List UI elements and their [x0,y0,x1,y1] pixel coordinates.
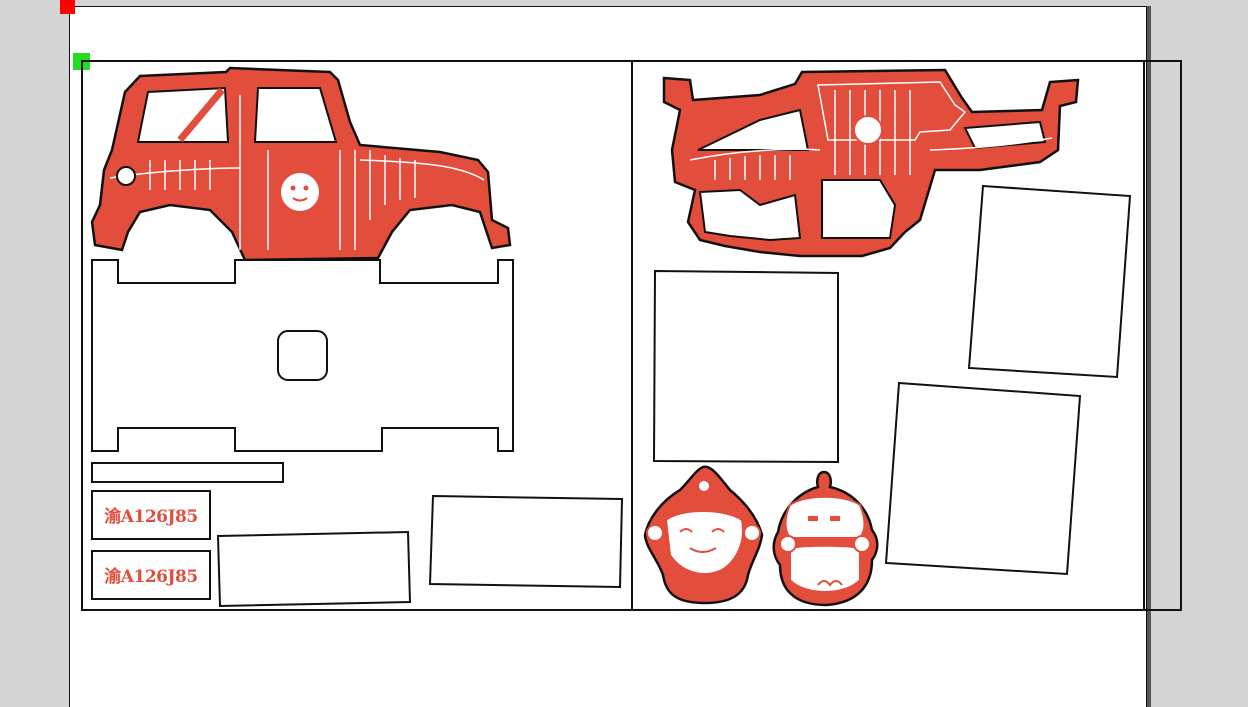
work-area-frame [81,60,1145,611]
jeep-body-side[interactable] [90,66,512,262]
long-strip[interactable] [91,462,284,483]
chassis-cutout [277,330,328,381]
blank-square-2[interactable] [967,184,1132,379]
blank-square-1[interactable] [652,269,839,464]
overflow-frame-edge [1144,60,1182,611]
laser-cut-layout[interactable]: 渝A126J85 渝A126J85 [0,0,1248,690]
license-plate-2[interactable] [91,550,211,600]
blank-square-3[interactable] [884,381,1082,576]
origin-marker-red[interactable] [60,0,75,14]
figure-badge-1[interactable] [643,465,764,605]
license-plate-1[interactable] [91,490,211,540]
blank-panel-2[interactable] [428,494,624,589]
figure-badge-2[interactable] [772,470,879,607]
plate1-text: 渝A126J85 [104,506,197,527]
blank-panel-1[interactable] [216,530,412,608]
jeep-roll-cage-frame[interactable] [662,68,1080,258]
plate2-text: 渝A126J85 [104,566,197,587]
